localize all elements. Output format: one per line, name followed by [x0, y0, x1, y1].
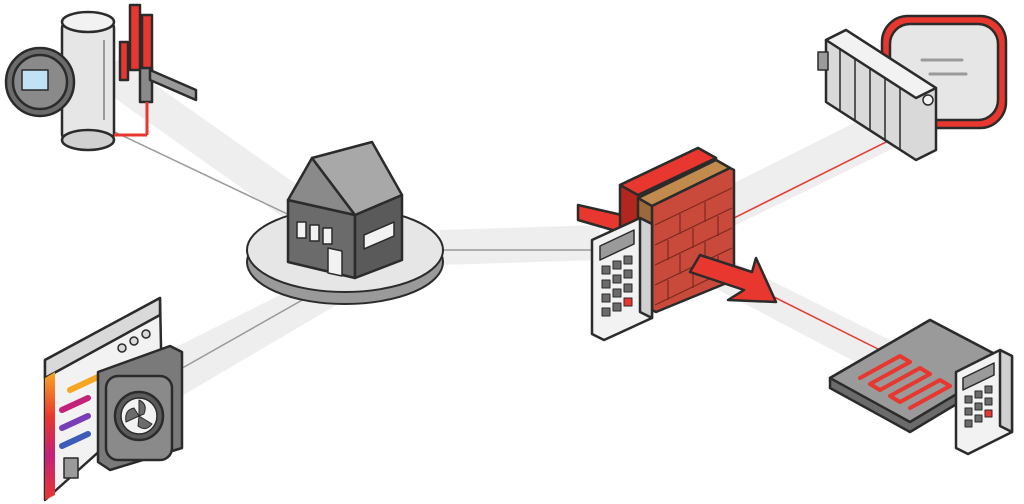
house [286, 140, 404, 280]
calculator-screen [962, 362, 995, 391]
house-window [309, 224, 320, 242]
underfloor-heating-with-calculator [828, 318, 1014, 456]
gauge-display [21, 69, 49, 91]
heat-pump-control-panel [43, 296, 184, 502]
calculator-screen [599, 229, 635, 261]
valve-arm [148, 68, 198, 102]
house-window [322, 227, 333, 245]
red-bars [128, 3, 142, 72]
panel-rainbow-strip [45, 372, 55, 500]
wall-insulation-with-calculator [576, 146, 778, 342]
path-to-radiator [690, 110, 900, 240]
radiator-and-panel-heater [817, 14, 1008, 162]
house-side-window [363, 221, 395, 250]
connector-lines [99, 124, 891, 376]
path-to-heat-pump [150, 275, 345, 400]
path-to-boiler [75, 60, 340, 240]
heating-pipe [858, 354, 952, 410]
house-roof [310, 140, 404, 217]
house-window [296, 221, 307, 239]
path-to-wall [440, 225, 600, 265]
boiler-and-heat-meter [4, 3, 198, 152]
connection-paths [75, 60, 900, 400]
heat-loss-arrow [688, 253, 778, 304]
house-door [327, 247, 343, 277]
